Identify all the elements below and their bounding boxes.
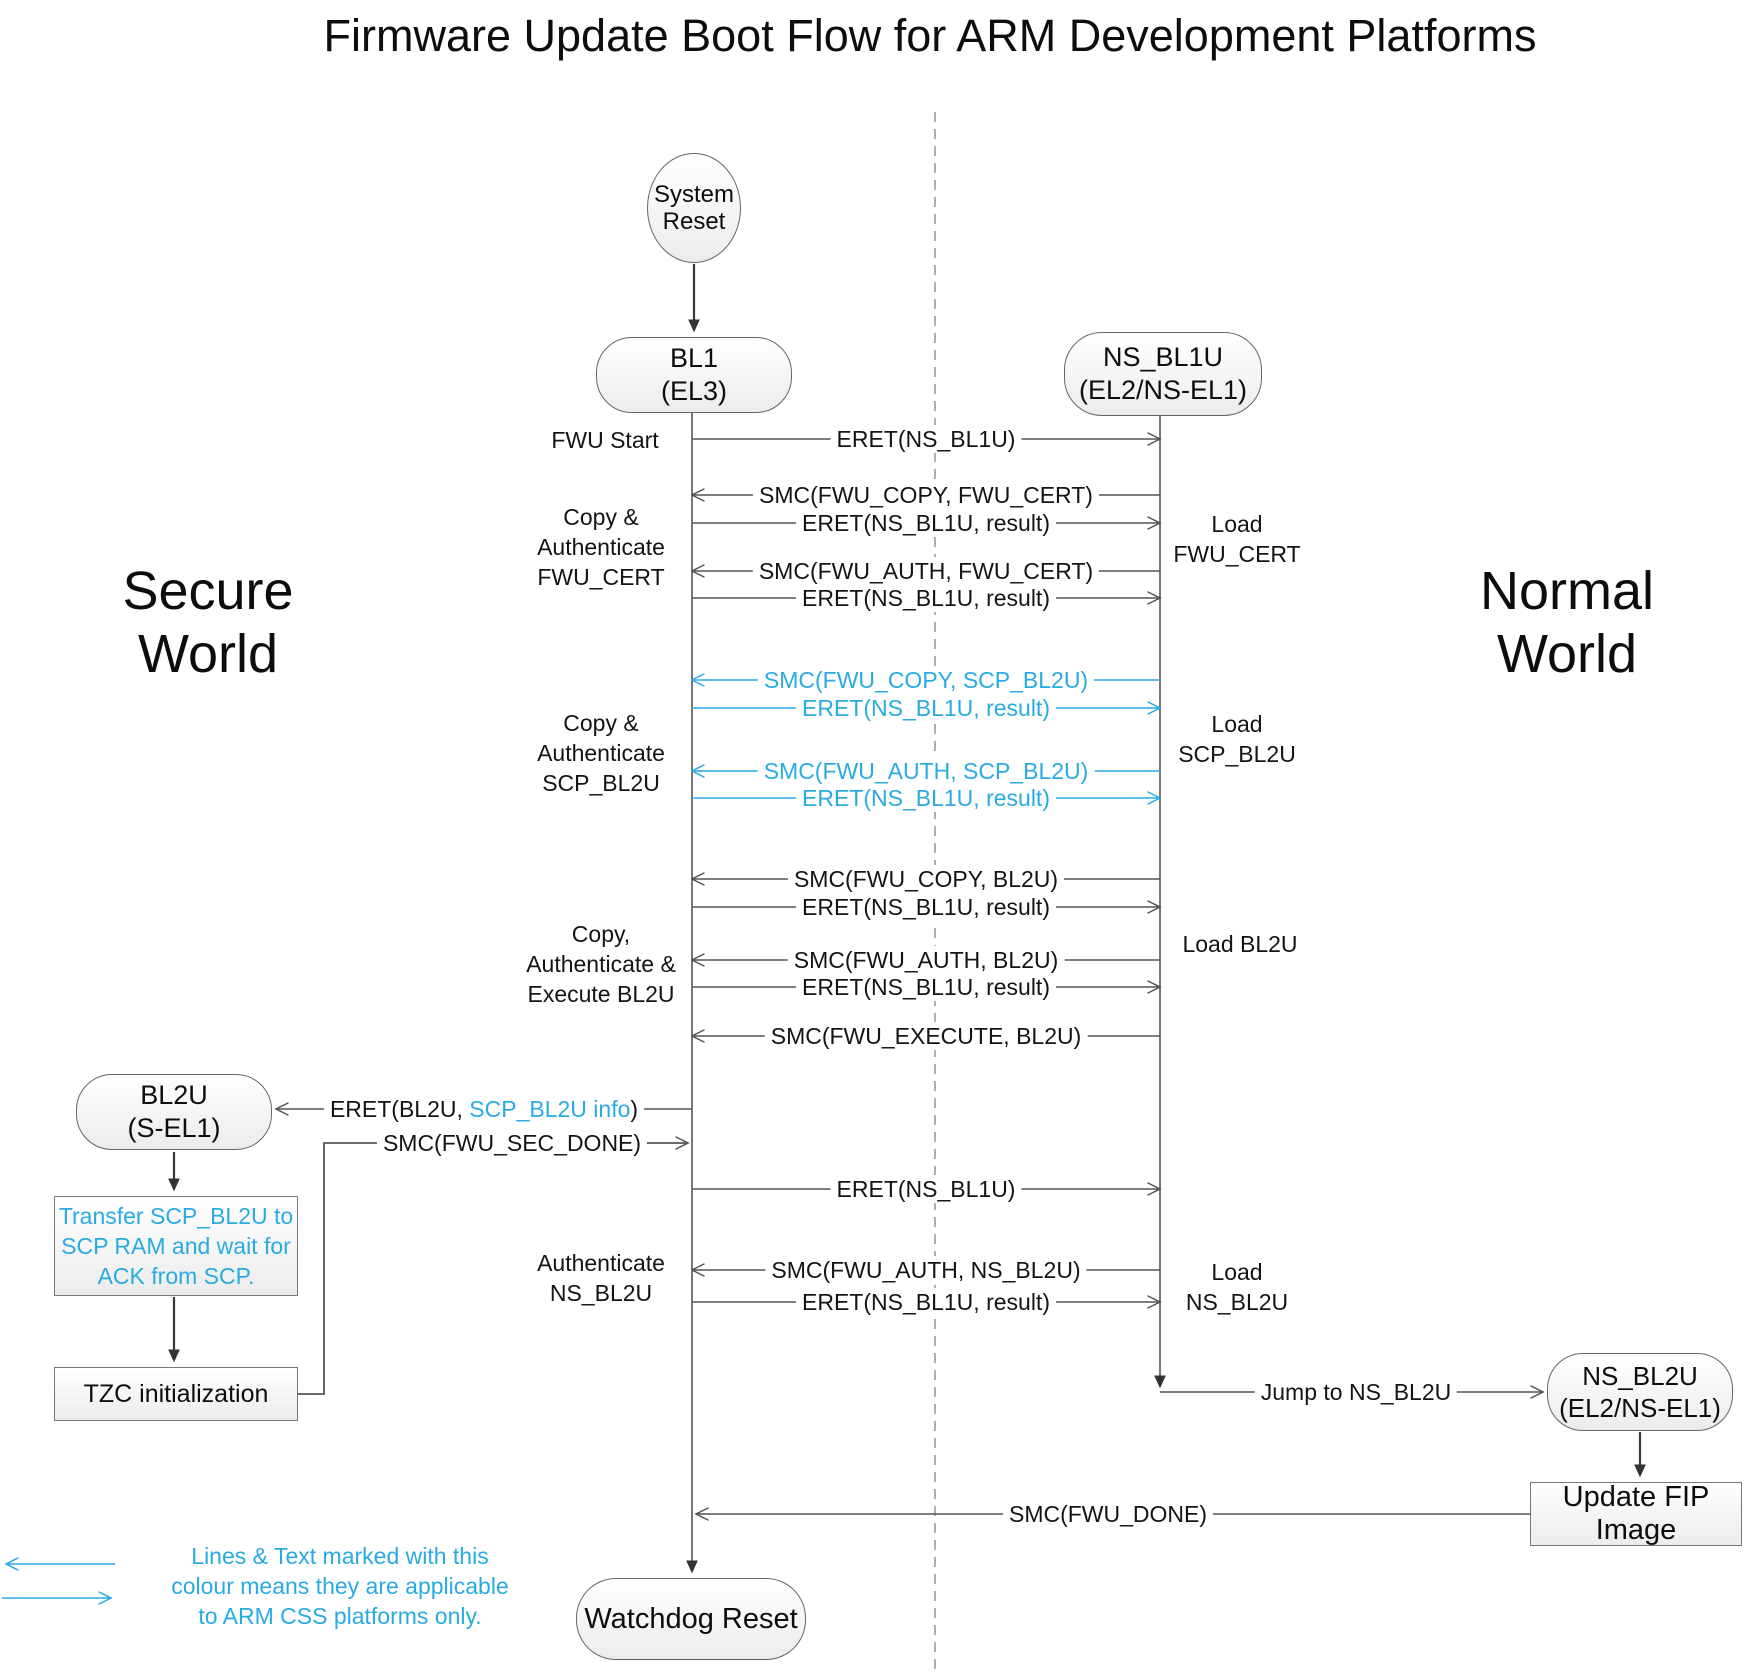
legend-text: Lines & Text marked with this colour mea… — [171, 1543, 509, 1629]
label-copy-auth-scp-bl2u: Copy & Authenticate SCP_BL2U — [537, 710, 665, 796]
msg-eret-result-3: ERET(NS_BL1U, result) — [796, 694, 1056, 722]
watchdog-reset-node: Watchdog Reset — [576, 1578, 806, 1660]
label-authenticate-ns-bl2u: Authenticate NS_BL2U — [537, 1250, 665, 1306]
msg-jump-to-ns-bl2u: Jump to NS_BL2U — [1254, 1378, 1458, 1406]
page-title: Firmware Update Boot Flow for ARM Develo… — [323, 10, 1537, 61]
msg-eret-bl2u: ERET(BL2U, SCP_BL2U info) — [323, 1095, 645, 1123]
msg-eret-result-5: ERET(NS_BL1U, result) — [796, 893, 1056, 921]
msg-smc-auth-scp-bl2u: SMC(FWU_AUTH, SCP_BL2U) — [757, 757, 1095, 785]
ns-bl1u-node: NS_BL1U (EL2/NS-EL1) — [1064, 332, 1262, 416]
msg-smc-auth-ns-bl2u: SMC(FWU_AUTH, NS_BL2U) — [765, 1256, 1087, 1284]
label-copy-auth-fwu-cert: Copy & Authenticate FWU_CERT — [537, 504, 665, 590]
msg-smc-copy-bl2u: SMC(FWU_COPY, BL2U) — [787, 865, 1065, 893]
msg-eret-result-2: ERET(NS_BL1U, result) — [796, 584, 1056, 612]
tzc-init-node: TZC initialization — [54, 1367, 298, 1421]
msg-smc-copy-fwu-cert: SMC(FWU_COPY, FWU_CERT) — [753, 481, 1099, 509]
normal-world-label: Normal World — [1479, 561, 1655, 684]
system-reset-node: System Reset — [647, 153, 741, 263]
update-fip-node: Update FIP Image — [1530, 1481, 1742, 1546]
secure-world-label: Secure World — [122, 561, 294, 684]
msg-eret-result-6: ERET(NS_BL1U, result) — [796, 973, 1056, 1001]
bl1-node: BL1 (EL3) — [596, 337, 792, 413]
bl2u-node: BL2U (S-EL1) — [76, 1074, 272, 1150]
msg-smc-copy-scp-bl2u: SMC(FWU_COPY, SCP_BL2U) — [757, 666, 1095, 694]
msg-eret-start: ERET(NS_BL1U) — [830, 425, 1022, 453]
msg-smc-fwu-done: SMC(FWU_DONE) — [1002, 1500, 1214, 1528]
label-load-scp-bl2u: Load SCP_BL2U — [1178, 711, 1296, 767]
label-load-bl2u: Load BL2U — [1182, 931, 1298, 957]
label-load-ns-bl2u: Load NS_BL2U — [1185, 1259, 1289, 1315]
label-load-fwu-cert: Load FWU_CERT — [1173, 511, 1301, 567]
ns-bl2u-node: NS_BL2U (EL2/NS-EL1) — [1547, 1353, 1733, 1431]
msg-smc-sec-done: SMC(FWU_SEC_DONE) — [376, 1129, 648, 1157]
msg-smc-auth-bl2u: SMC(FWU_AUTH, BL2U) — [787, 946, 1065, 974]
msg-eret-result-1: ERET(NS_BL1U, result) — [796, 509, 1056, 537]
msg-smc-auth-fwu-cert: SMC(FWU_AUTH, FWU_CERT) — [752, 557, 1100, 585]
msg-smc-execute-bl2u: SMC(FWU_EXECUTE, BL2U) — [764, 1022, 1088, 1050]
transfer-scp-node: Transfer SCP_BL2U to SCP RAM and wait fo… — [54, 1196, 298, 1296]
label-fwu-start: FWU Start — [551, 427, 659, 453]
msg-eret-result-7: ERET(NS_BL1U, result) — [796, 1288, 1056, 1316]
label-copy-auth-exec-bl2u: Copy, Authenticate & Execute BL2U — [526, 921, 676, 1007]
msg-eret-ns-bl1u: ERET(NS_BL1U) — [830, 1175, 1022, 1203]
msg-eret-result-4: ERET(NS_BL1U, result) — [796, 784, 1056, 812]
